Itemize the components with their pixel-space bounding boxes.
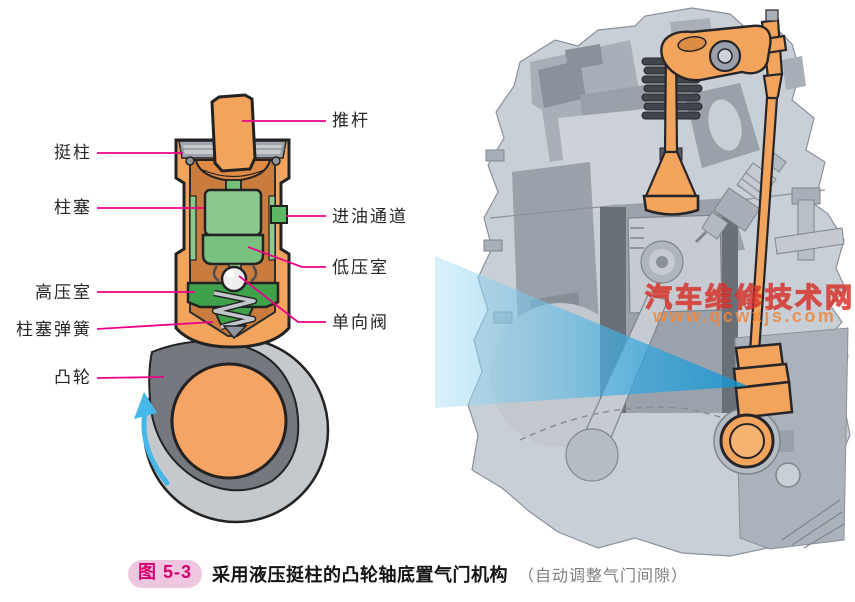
- figure-caption: 图 5-3 采用液压挺柱的凸轮轴底置气门机构 （自动调整气门间隙）: [128, 560, 688, 588]
- label-tappet: 挺柱: [54, 143, 92, 163]
- label-oil-inlet-passage: 进油通道: [332, 207, 408, 227]
- lifter-follower: [713, 342, 794, 475]
- label-plunger-spring: 柱塞弹簧: [16, 320, 92, 340]
- figure-number-badge: 图 5-3: [128, 560, 203, 588]
- label-pushrod: 推杆: [332, 111, 370, 131]
- watermark-site-name: 汽车维修技术网: [644, 282, 855, 313]
- label-low-pressure-chamber: 低压室: [332, 258, 389, 278]
- engine-cutaway-illustration: [435, 7, 851, 557]
- label-high-pressure-chamber: 高压室: [35, 283, 92, 303]
- label-cam: 凸轮: [54, 368, 92, 388]
- pushrod-shape: [210, 93, 257, 173]
- watermark-site-url: www.qcwxjs.com: [653, 306, 837, 326]
- label-plunger: 柱塞: [54, 198, 92, 218]
- plunger-spring-coil: [211, 289, 258, 331]
- rocker-arm: [660, 9, 788, 82]
- cam-group: [134, 336, 330, 524]
- leader-lines: [96, 120, 326, 379]
- figure-title: 采用液压挺柱的凸轮轴底置气门机构: [212, 564, 509, 585]
- focus-beam: [435, 256, 748, 408]
- check-valve-ball: [220, 265, 248, 293]
- hydraulic-lifter-diagram: [96, 93, 330, 524]
- label-check-valve: 单向阀: [332, 313, 389, 333]
- figure-subtitle: （自动调整气门间隙）: [518, 565, 689, 585]
- rotation-arrow-icon: [134, 392, 170, 486]
- oil-inlet-port: [270, 205, 288, 224]
